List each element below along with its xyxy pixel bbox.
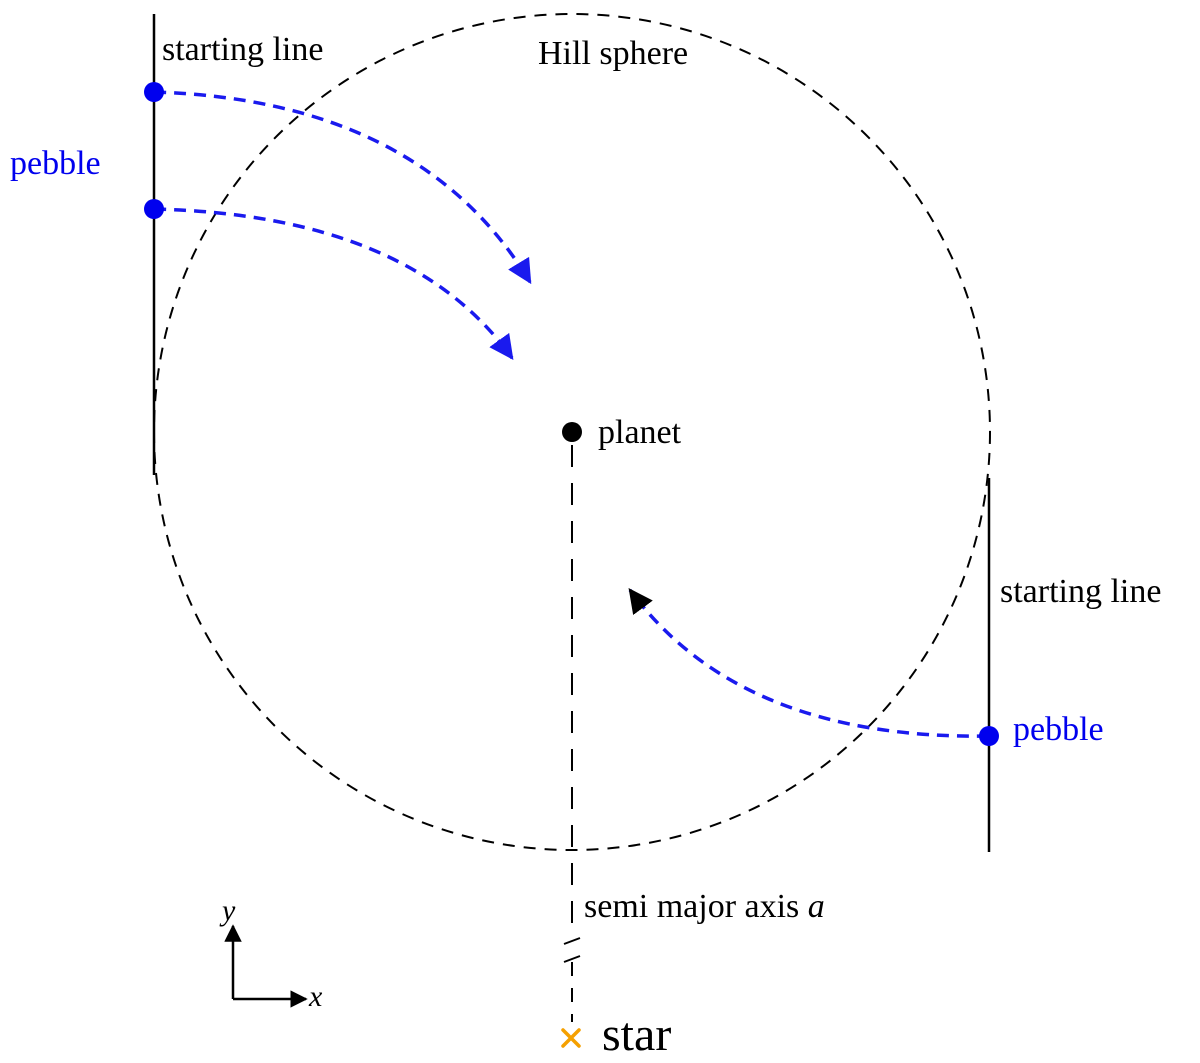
pebble-middle: [144, 199, 164, 219]
semi-major-axis-label: semi major axis a: [584, 888, 825, 925]
trajectory-top: [153, 90, 532, 285]
starting-line-right-label: starting line: [1000, 573, 1161, 610]
trajectory-middle: [153, 207, 514, 360]
pebble-right-label: pebble: [1013, 711, 1104, 748]
planet-label: planet: [598, 414, 682, 451]
hill-sphere-label: Hill sphere: [538, 35, 688, 72]
trajectory-right: [628, 588, 990, 738]
starting-line-left-label: starting line: [162, 31, 323, 68]
axis-break-mark-top: [563, 937, 581, 945]
star-marker: [561, 1028, 581, 1048]
axis-y-label: y: [219, 894, 236, 927]
pebble-left-label: pebble: [10, 145, 101, 182]
axis-break-mark-bottom: [563, 955, 581, 963]
star-label: star: [602, 1008, 671, 1061]
planet-dot: [562, 422, 582, 442]
axis-x-label: x: [308, 980, 323, 1013]
pebble-right: [979, 726, 999, 746]
semi-major-axis-symbol: a: [808, 888, 825, 925]
pebble-top: [144, 82, 164, 102]
semi-major-axis-text: semi major axis: [584, 888, 808, 925]
